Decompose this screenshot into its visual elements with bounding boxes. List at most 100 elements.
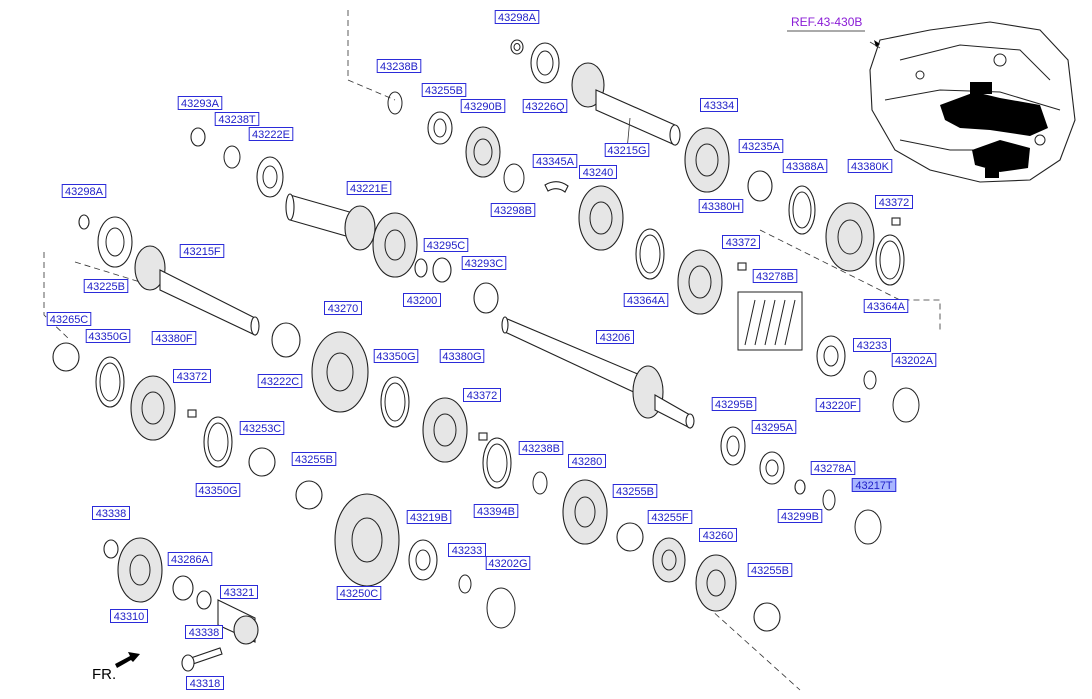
part-label-43238t[interactable]: 43238T — [214, 112, 260, 127]
part-label-text[interactable]: 43220F — [819, 400, 857, 412]
part-label-text[interactable]: 43215F — [183, 246, 221, 258]
part-label-text[interactable]: 43225B — [87, 281, 125, 293]
part-label-box[interactable] — [853, 338, 891, 352]
part-label-43270[interactable]: 43270 — [324, 301, 362, 316]
part-label-box[interactable] — [522, 99, 568, 113]
part-label-box[interactable] — [248, 127, 294, 141]
part-label-box[interactable] — [46, 312, 92, 326]
part-label-text[interactable]: 43278B — [756, 271, 794, 283]
part-label-43372[interactable]: 43372 — [463, 388, 501, 403]
part-label-43202a[interactable]: 43202A — [891, 353, 937, 368]
part-label-text[interactable]: 43350G — [198, 485, 237, 497]
part-label-box[interactable] — [782, 159, 828, 173]
part-label-text[interactable]: 43295B — [715, 399, 753, 411]
part-label-43206[interactable]: 43206 — [596, 330, 634, 345]
part-label-box[interactable] — [777, 509, 823, 523]
part-label-box[interactable] — [647, 510, 693, 524]
part-label-text[interactable]: 43318 — [190, 678, 221, 690]
part-label-43380h[interactable]: 43380H — [698, 199, 744, 214]
part-label-text[interactable]: 43270 — [328, 303, 359, 315]
part-label-box[interactable] — [92, 506, 130, 520]
part-label-box[interactable] — [711, 397, 757, 411]
part-label-text[interactable]: 43206 — [600, 332, 631, 344]
part-label-box[interactable] — [324, 301, 362, 315]
part-label-box[interactable] — [518, 441, 564, 455]
part-label-box[interactable] — [220, 585, 258, 599]
part-label-43338[interactable]: 43338 — [185, 625, 223, 640]
part-label-43298b[interactable]: 43298B — [490, 203, 536, 218]
part-label-text[interactable]: 43321 — [224, 587, 255, 599]
part-label-text[interactable]: 43388A — [786, 161, 825, 173]
reference-label[interactable]: REF.43-430B — [791, 15, 862, 29]
part-label-text[interactable]: 43295C — [427, 240, 466, 252]
part-label-43293c[interactable]: 43293C — [461, 256, 507, 271]
part-label-text[interactable]: 43298A — [65, 186, 104, 198]
part-label-43310[interactable]: 43310 — [110, 609, 148, 624]
part-label-text[interactable]: 43380K — [851, 161, 890, 173]
part-label-43298a[interactable]: 43298A — [494, 10, 540, 25]
part-label-box[interactable] — [110, 609, 148, 623]
part-label-43290b[interactable]: 43290B — [460, 99, 506, 114]
part-label-box[interactable] — [494, 10, 540, 24]
part-label-box[interactable] — [185, 625, 223, 639]
part-label-43200[interactable]: 43200 — [403, 293, 441, 308]
part-label-text[interactable]: 43253C — [243, 423, 282, 435]
part-label-43380f[interactable]: 43380F — [151, 331, 197, 346]
part-label-text[interactable]: 43338 — [189, 627, 220, 639]
part-label-box[interactable] — [461, 256, 507, 270]
part-label-43380g[interactable]: 43380G — [439, 349, 485, 364]
part-label-text[interactable]: 43202A — [895, 355, 934, 367]
part-label-box[interactable] — [815, 398, 861, 412]
part-label-43222c[interactable]: 43222C — [257, 374, 303, 389]
part-label-box[interactable] — [214, 112, 260, 126]
part-label-43345a[interactable]: 43345A — [532, 154, 578, 169]
part-label-43255f[interactable]: 43255F — [647, 510, 693, 525]
part-label-text[interactable]: 43219B — [410, 512, 448, 524]
part-label-text[interactable]: 43372 — [177, 371, 208, 383]
reference-link[interactable]: REF.43-430B — [787, 15, 865, 32]
part-label-text[interactable]: 43372 — [467, 390, 498, 402]
part-label-text[interactable]: 43380F — [155, 333, 193, 345]
part-label-43238b[interactable]: 43238B — [518, 441, 564, 456]
part-label-43253c[interactable]: 43253C — [239, 421, 285, 436]
part-label-text[interactable]: 43233 — [857, 340, 888, 352]
part-label-43233[interactable]: 43233 — [853, 338, 891, 353]
part-label-box[interactable] — [700, 98, 738, 112]
part-label-text[interactable]: 43278A — [814, 463, 853, 475]
part-label-box[interactable] — [473, 504, 519, 518]
part-label-box[interactable] — [195, 483, 241, 497]
part-label-43280[interactable]: 43280 — [568, 454, 606, 469]
part-label-text[interactable]: 43345A — [536, 156, 575, 168]
part-label-box[interactable] — [460, 99, 506, 113]
part-label-box[interactable] — [579, 165, 617, 179]
part-label-text[interactable]: 43255B — [616, 486, 654, 498]
part-label-text[interactable]: 43255B — [295, 454, 333, 466]
part-label-43394b[interactable]: 43394B — [473, 504, 519, 519]
part-label-text[interactable]: 43217T — [855, 480, 893, 492]
part-label-text[interactable]: 43238B — [522, 443, 560, 455]
part-label-43233[interactable]: 43233 — [448, 543, 486, 558]
part-label-box[interactable] — [490, 203, 536, 217]
part-label-box[interactable] — [851, 478, 897, 492]
part-label-text[interactable]: 43235A — [742, 141, 781, 153]
part-label-text[interactable]: 43350G — [88, 331, 127, 343]
part-label-text[interactable]: 43290B — [464, 101, 502, 113]
part-label-text[interactable]: 43298A — [498, 12, 537, 24]
part-label-text[interactable]: 43255B — [425, 85, 463, 97]
part-label-text[interactable]: 43226Q — [525, 101, 565, 113]
part-label-43338[interactable]: 43338 — [92, 506, 130, 521]
part-label-text[interactable]: 43293A — [181, 98, 220, 110]
part-label-43299b[interactable]: 43299B — [777, 509, 823, 524]
part-label-43221e[interactable]: 43221E — [346, 181, 392, 196]
part-label-text[interactable]: 43200 — [407, 295, 438, 307]
part-label-text[interactable]: 43380H — [702, 201, 741, 213]
part-label-box[interactable] — [863, 299, 909, 313]
part-label-text[interactable]: 43372 — [879, 197, 910, 209]
part-label-box[interactable] — [179, 244, 225, 258]
part-label-text[interactable]: 43255F — [651, 512, 689, 524]
part-label-text[interactable]: 43293C — [465, 258, 504, 270]
part-label-43334[interactable]: 43334 — [700, 98, 738, 113]
part-label-text[interactable]: 43238T — [218, 114, 256, 126]
part-label-box[interactable] — [177, 96, 223, 110]
part-label-text[interactable]: 43240 — [583, 167, 614, 179]
